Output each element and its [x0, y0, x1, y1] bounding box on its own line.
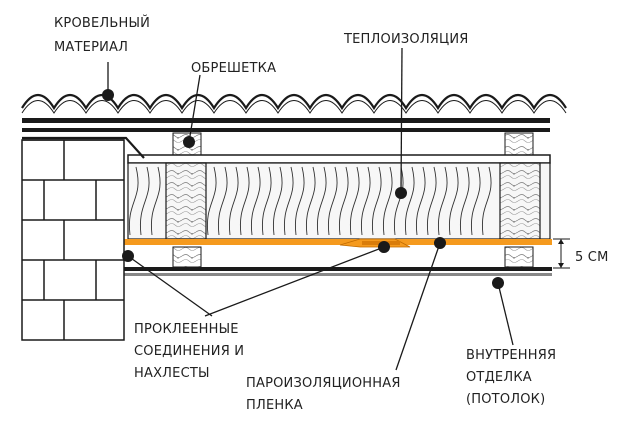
label-gap: 5 СМ — [575, 250, 609, 265]
roofing-sheet — [21, 93, 567, 111]
roofing-sheet-under — [21, 100, 567, 114]
label-vapor-film: ПАРОИЗОЛЯЦИОННАЯ ПЛЕНКА — [246, 376, 405, 413]
label-roofing-material: КРОВЕЛЬНЫЙ МАТЕРИАЛ — [54, 15, 154, 55]
insulation-fibers — [128, 166, 492, 236]
label-inner-finish: ВНУТРЕННЯЯ ОТДЕЛКА (ПОТОЛОК) — [466, 348, 561, 407]
lower-battens — [172, 246, 534, 268]
upper-battens — [172, 132, 534, 156]
upper-membrane — [127, 154, 551, 164]
brick-wall — [21, 139, 125, 341]
gap-dimension — [553, 238, 570, 269]
top-board-1 — [22, 118, 550, 123]
wall-flashing — [22, 136, 145, 159]
leader-dots — [102, 89, 504, 289]
label-insulation: ТЕПЛОИЗОЛЯЦИЯ — [343, 32, 469, 47]
top-board-2 — [22, 128, 550, 132]
inner-finish-ceiling — [122, 267, 552, 271]
leader-lines — [107, 47, 514, 371]
rafters — [165, 162, 541, 240]
label-batten: ОБРЕШЕТКА — [191, 61, 276, 76]
label-glued-joints: ПРОКЛЕЕННЫЕ СОЕДИНЕНИЯ И НАХЛЕСТЫ — [134, 322, 249, 381]
ceiling-shadow — [122, 273, 552, 276]
vapor-barrier-film — [122, 239, 552, 245]
